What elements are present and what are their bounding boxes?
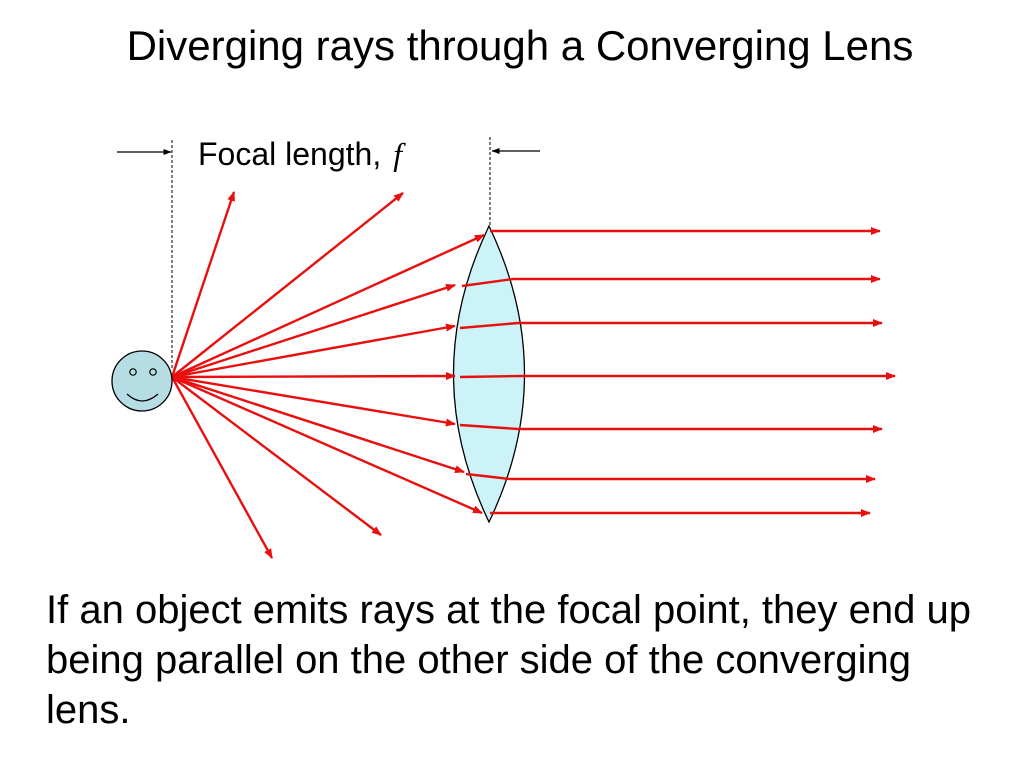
ray-to-lens-5 xyxy=(171,375,456,427)
smiley-face-icon xyxy=(111,350,173,412)
ray-upper-free-2 xyxy=(171,192,404,378)
focal-length-label: Focal length, f xyxy=(198,136,406,172)
rays-inside-lens xyxy=(459,277,523,481)
caption-text: If an object emits rays at the focal poi… xyxy=(46,588,971,732)
ray-lower-free xyxy=(171,376,382,536)
ray-to-lens-1 xyxy=(171,233,485,379)
ray-lower-free-2 xyxy=(170,376,274,559)
ray-upper-free xyxy=(170,191,236,378)
diverging-rays xyxy=(170,191,485,559)
ray-to-lens-4 xyxy=(171,372,456,381)
ray-to-lens-3 xyxy=(171,323,456,379)
converging-lens xyxy=(452,224,526,524)
ray-to-lens-6 xyxy=(171,375,465,474)
ray-to-lens-7 xyxy=(171,375,483,515)
page-title: Diverging rays through a Converging Lens xyxy=(126,22,914,69)
ray-to-lens-2 xyxy=(171,283,456,379)
parallel-rays xyxy=(490,227,896,517)
